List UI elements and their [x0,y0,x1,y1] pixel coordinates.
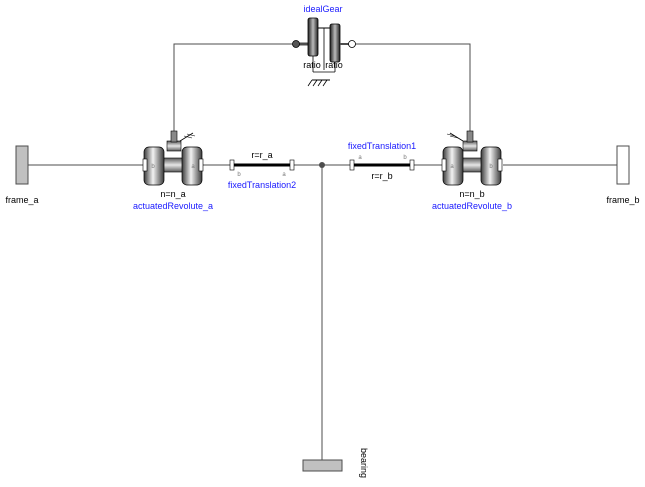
actuated-revolute-b-port-a: a [450,164,454,170]
fixed-translation1-param: r=r_b [371,171,392,181]
fixed-translation1-name: fixedTranslation1 [348,141,416,151]
wire-revolute-a-axis-to-gear [173,43,296,133]
frame-b-label: frame_b [606,195,639,205]
actuated-revolute-b-name: actuatedRevolute_b [432,201,512,211]
fixed-translation2-block[interactable] [229,159,295,171]
ideal-gear-name: idealGear [303,4,342,14]
connection-wires [27,43,617,460]
actuated-revolute-b-port-b: b [489,164,493,170]
ideal-gear-block[interactable] [296,17,352,87]
fixed-translation2-port-b: b [237,172,241,178]
actuated-revolute-a-name: actuatedRevolute_a [133,201,213,211]
fixed-translation2-param: r=r_a [251,150,272,160]
bearing-connector[interactable] [302,459,343,472]
bearing-label: bearing [359,448,369,478]
frame-a-connector[interactable] [15,145,29,185]
ideal-gear-flange-b-port[interactable] [348,40,356,48]
fixed-translation2-name: fixedTranslation2 [228,180,296,190]
ideal-gear-flange-a-port[interactable] [292,40,300,48]
fixed-translation2-port-a: a [282,172,286,178]
actuated-revolute-b-block[interactable] [441,130,503,186]
actuated-revolute-b-param: n=n_b [459,189,484,199]
fixed-translation1-port-b: b [403,155,407,161]
actuated-revolute-a-param: n=n_a [160,189,185,199]
ideal-gear-ratio-right: ratio [325,60,343,70]
frame-a-label: frame_a [5,195,38,205]
fixed-translation1-port-a: a [358,155,362,161]
frame-b-connector[interactable] [616,145,630,185]
fixed-translation1-block[interactable] [349,159,415,171]
wire-gear-to-revolute-b-axis [352,43,471,133]
actuated-revolute-a-port-b: b [151,164,155,170]
actuated-revolute-a-block[interactable] [142,130,204,186]
ideal-gear-ratio-left: ratio [303,60,321,70]
connection-junction-dot [319,162,325,168]
actuated-revolute-a-port-a: a [191,164,195,170]
